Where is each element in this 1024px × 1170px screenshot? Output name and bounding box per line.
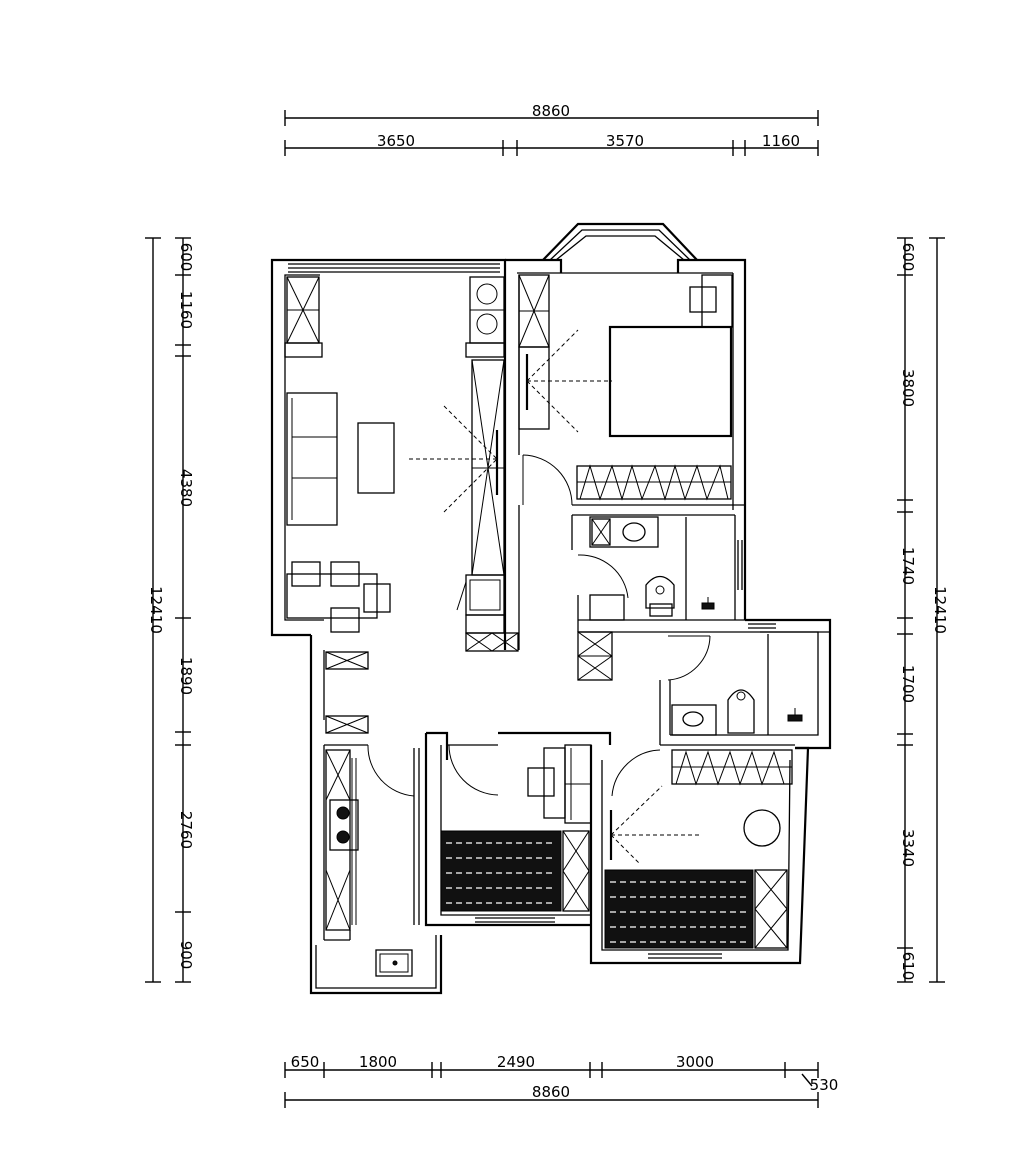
- dim-bottom-seg-3: 2490: [497, 1053, 535, 1071]
- bedroom3-wardrobe: [754, 869, 788, 949]
- tv-cabinet: [471, 359, 505, 576]
- entry-cabinets: [325, 651, 369, 734]
- dimension-labels: 8860 3650 3570 1160 650 1800 2490 3000 5…: [147, 102, 949, 1101]
- dim-right-seg-1: 600: [899, 243, 917, 272]
- lower-toilet: [727, 689, 755, 734]
- dim-left-seg-5: 2760: [177, 811, 195, 849]
- dim-left-seg-1: 600: [177, 243, 195, 272]
- dim-right-seg-4: 1700: [899, 665, 917, 703]
- washer-stack: [465, 276, 505, 358]
- dim-bottom-total: 8860: [532, 1083, 570, 1101]
- dim-top-seg-2: 3570: [606, 132, 644, 150]
- doors: [367, 454, 711, 797]
- bedroom3-tv: [609, 785, 700, 865]
- upper-shower-head: [701, 597, 715, 610]
- dim-right-seg-5: 3340: [899, 829, 917, 867]
- wardrobe-living: [284, 276, 323, 358]
- dim-bottom-seg-1: 650: [291, 1053, 320, 1071]
- sofa: [286, 392, 338, 526]
- dim-top-total: 8860: [532, 102, 570, 120]
- lower-shower-head: [787, 708, 803, 722]
- entry-shoe-cabinet-top: [589, 594, 625, 621]
- bedroom2-wardrobe-low: [562, 830, 590, 912]
- dim-right-total: 12410: [931, 586, 949, 634]
- bedroom2-wardrobe: [543, 744, 592, 824]
- dim-left-total: 12410: [147, 586, 165, 634]
- dim-left-seg-3: 4380: [177, 469, 195, 507]
- tv-dashed-rays: [409, 405, 498, 513]
- nightstand: [689, 274, 733, 328]
- bedroom3-closet: [671, 749, 793, 786]
- dim-top-seg-1: 3650: [377, 132, 415, 150]
- double-bed: [608, 325, 733, 438]
- upper-bathroom-vanity: [589, 516, 659, 548]
- dimension-lines: [145, 110, 945, 1108]
- dining-table: [286, 561, 391, 633]
- dim-bottom-seg-2: 1800: [359, 1053, 397, 1071]
- bedroom2-bed: [440, 830, 562, 912]
- dim-top-seg-3: 1160: [762, 132, 800, 150]
- lower-bathroom-vanity: [671, 704, 717, 736]
- master-closet: [576, 464, 732, 501]
- coffee-table: [357, 422, 395, 494]
- dim-left-seg-2: 1160: [177, 291, 195, 329]
- bedroom3-bed: [604, 869, 754, 949]
- shoe-cabinet: [577, 631, 613, 681]
- dim-right-seg-6: 610: [899, 952, 917, 981]
- kitchen-sink: [375, 949, 413, 977]
- master-dashed-rays: [526, 329, 612, 433]
- dim-right-seg-2: 3800: [899, 369, 917, 407]
- upper-toilet: [645, 575, 675, 617]
- dim-left-seg-4: 1890: [177, 657, 195, 695]
- dim-bottom-seg-4: 3000: [676, 1053, 714, 1071]
- dim-left-seg-6: 900: [177, 941, 195, 970]
- master-wardrobe: [518, 274, 550, 430]
- kitchen-counter: [325, 749, 359, 931]
- bedroom2-desk-chair: [527, 767, 555, 797]
- bedroom3-round-table: [743, 809, 781, 847]
- dim-right-seg-3: 1740: [899, 547, 917, 585]
- dim-bottom-extra: 530: [810, 1076, 839, 1094]
- fridge: [456, 574, 519, 652]
